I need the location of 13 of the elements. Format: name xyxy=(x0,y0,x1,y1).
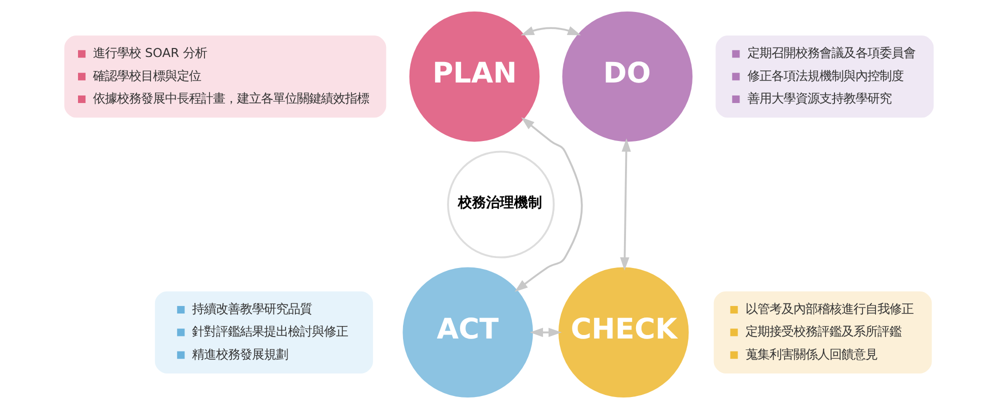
node-box: 持續改善教學研究品質 針對評鑑結果提出檢討與修正 精進校務發展規劃 xyxy=(154,291,372,374)
arrow xyxy=(529,328,562,338)
arrow xyxy=(620,138,630,271)
node-circle: CHECK xyxy=(558,267,688,398)
node-circle: PLAN xyxy=(408,11,540,142)
node-box: 以管考及內部稽核進行自我修正 定期接受校務評鑑及系所評鑑 蒐集利害關係人回饋意見 xyxy=(713,291,932,374)
arrow xyxy=(514,117,582,292)
node-box: 進行學校 SOAR 分析 確認學校目標與定位 依據校務發展中長程計畫，建立各單位關鍵績效指標 xyxy=(64,36,386,118)
node-circle: ACT xyxy=(402,267,532,398)
node-box: 定期召開校務會議及各項委員會 修正各項法規機制與內控制度 善用大學資源支持教學研究 xyxy=(715,36,934,118)
node-circle: 校務治理機制 xyxy=(446,150,554,258)
node-circle: DO xyxy=(562,11,692,142)
arrow xyxy=(520,26,580,36)
